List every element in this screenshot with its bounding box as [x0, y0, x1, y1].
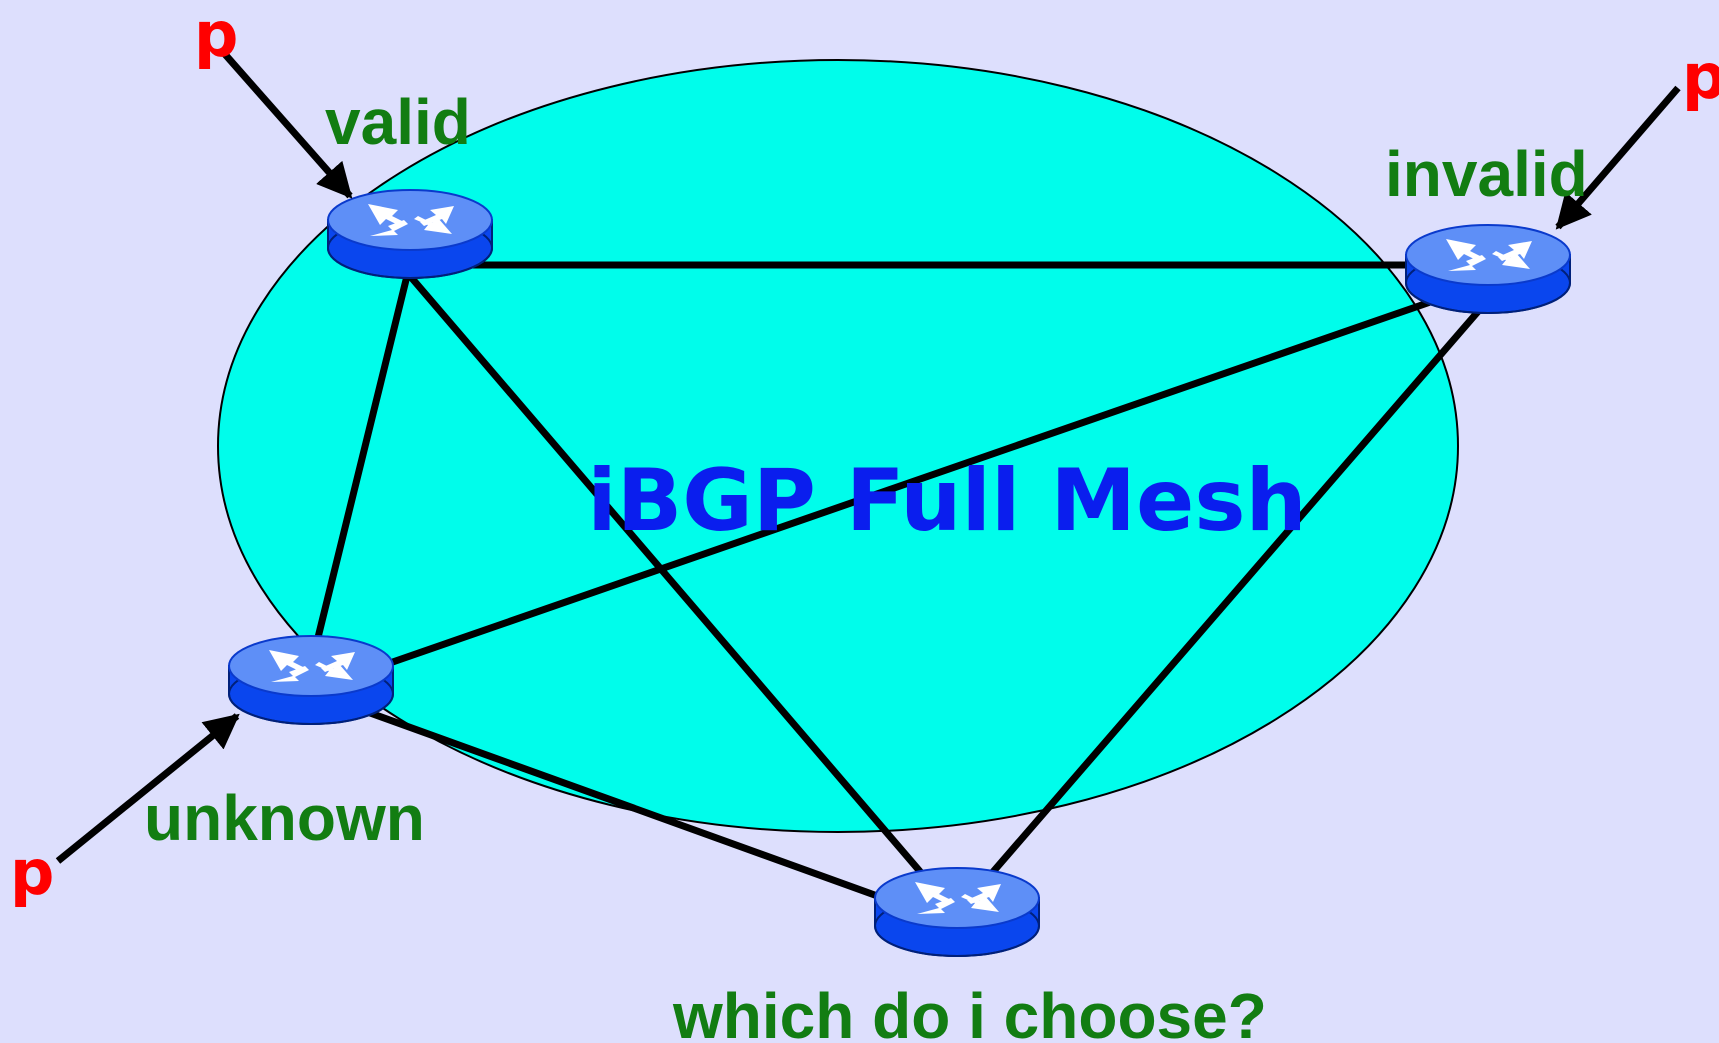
prefix-arrows	[55, 49, 1681, 864]
link-invalid-unknown	[308, 278, 1492, 694]
diagram-title: iBGP Full Mesh	[587, 451, 1307, 551]
label-invalid: invalid	[1385, 138, 1588, 210]
link-valid-choose	[406, 272, 957, 914]
router-icon	[228, 635, 394, 725]
prefix-label-unknown: p	[10, 836, 54, 909]
arrow-icon	[1555, 85, 1681, 230]
router-icon	[874, 867, 1040, 957]
mesh-area	[217, 59, 1459, 833]
link-unknown-choose	[308, 688, 959, 928]
label-choose: which do i choose?	[672, 980, 1267, 1043]
link-invalid-choose	[956, 296, 1492, 914]
prefix-label-invalid: p	[1682, 40, 1719, 113]
arrow-icon	[220, 49, 353, 199]
label-valid: valid	[325, 86, 471, 158]
prefix-label-valid: p	[194, 0, 238, 71]
mesh-links	[306, 261, 1492, 928]
router-icon	[327, 189, 493, 279]
label-unknown: unknown	[144, 782, 425, 854]
arrow-icon	[55, 713, 240, 864]
router-icon	[1405, 224, 1571, 314]
link-valid-unknown	[306, 276, 410, 674]
